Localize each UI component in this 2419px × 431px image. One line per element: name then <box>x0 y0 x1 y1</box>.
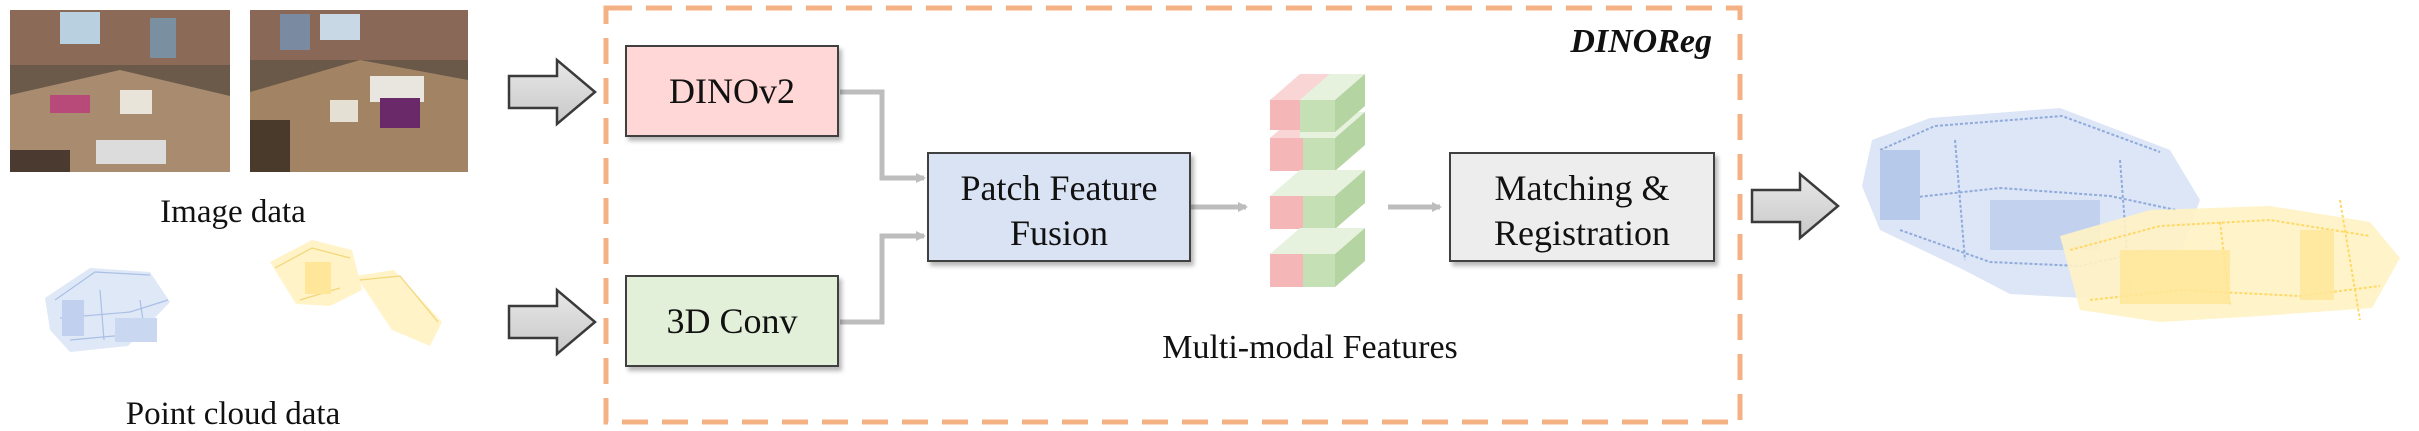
dinov2-module <box>625 45 839 137</box>
input-image-1 <box>10 10 230 172</box>
conv3d-label: 3D Conv <box>666 301 797 341</box>
dinoreg-title: DINOReg <box>1569 23 1712 60</box>
fusion-label-line2: Fusion <box>1010 213 1108 253</box>
multimodal-features-label: Multi-modal Features <box>1162 329 1458 366</box>
image-data-label: Image data <box>160 194 306 230</box>
input-pointcloud-target <box>270 240 442 346</box>
conv3d-module <box>625 275 839 367</box>
multimodal-feature-bar-3 <box>1270 228 1365 287</box>
patch-fusion-module <box>927 152 1191 262</box>
registered-pointcloud-output <box>1862 108 2400 322</box>
output-arrow <box>1750 171 1840 241</box>
feature-bar-image-caps <box>1270 74 1365 132</box>
pointcloud-input-arrow <box>507 287 597 357</box>
dinoreg-frame <box>603 5 1743 425</box>
image-input-arrow <box>507 57 597 127</box>
dino-to-fusion-connector <box>840 89 926 183</box>
connectors <box>840 89 1442 325</box>
fusion-label-line1: Patch Feature <box>961 168 1158 208</box>
dinov2-label: DINOv2 <box>669 71 795 111</box>
matching-label-line2: Registration <box>1494 213 1670 253</box>
multimodal-feature-bar-2 <box>1270 170 1365 229</box>
matching-registration-module <box>1449 152 1715 262</box>
input-image-2 <box>250 10 468 172</box>
matching-label-line1: Matching & <box>1495 168 1670 208</box>
input-pointcloud-source <box>45 268 170 352</box>
conv-to-fusion-connector <box>840 231 926 325</box>
pointcloud-data-label: Point cloud data <box>126 396 341 431</box>
